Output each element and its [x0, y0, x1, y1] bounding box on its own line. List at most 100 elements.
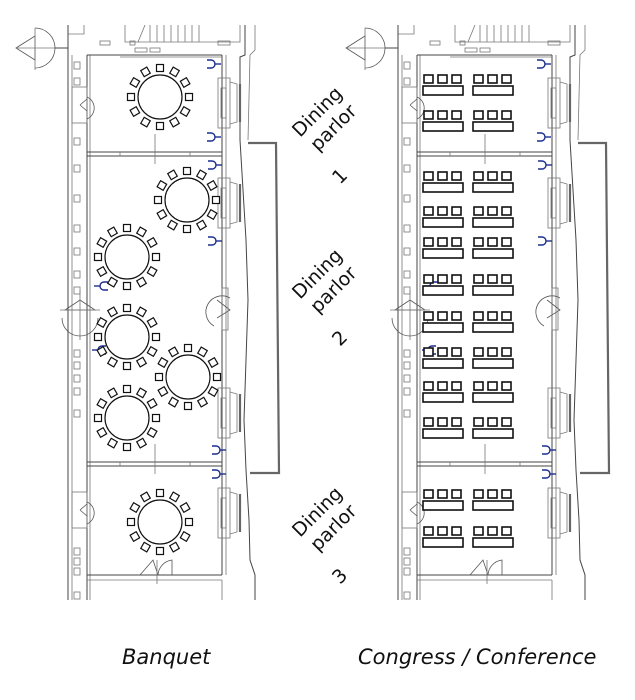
chair [129, 501, 141, 514]
fireplace-mantel [229, 491, 238, 535]
chair [122, 281, 132, 291]
chair [96, 265, 108, 278]
classroom-row [422, 417, 514, 439]
chair [487, 274, 498, 284]
wall-fixture [73, 349, 81, 358]
fireplace-icon [217, 177, 242, 229]
outlet-cup [538, 236, 547, 246]
door-frame [401, 86, 418, 124]
chair [206, 179, 218, 192]
chair [168, 66, 181, 78]
fireplace-hearth [217, 387, 231, 439]
classroom-row [422, 110, 514, 132]
chair [501, 526, 512, 536]
stair-block [124, 25, 241, 43]
chair [451, 274, 462, 284]
round-table [93, 223, 161, 291]
wall-fixture [403, 247, 411, 256]
facade-inner [577, 25, 586, 141]
room-labels: Dining parlor 1 Dining parlor 2 Dining p… [288, 83, 361, 589]
side-door-icon [71, 86, 95, 124]
power-outlet-icon [207, 59, 221, 69]
desk [472, 248, 514, 259]
desk [472, 85, 514, 96]
chair [96, 316, 108, 329]
chair [135, 437, 148, 449]
chair [139, 491, 152, 503]
door-leaf [139, 559, 159, 576]
chair [135, 356, 148, 368]
chair [139, 541, 152, 553]
chair [501, 74, 512, 84]
chair [168, 541, 181, 553]
wall-fixture [73, 374, 81, 383]
wall-fixture [73, 286, 81, 295]
caption-congress: Congress / Conference [358, 645, 597, 669]
fireplace-icon [547, 177, 572, 229]
chair [451, 526, 462, 536]
outlet-cup [537, 132, 546, 142]
table-top [137, 499, 183, 545]
room-3-furniture [126, 488, 194, 556]
side-door-icon [401, 491, 425, 529]
wall-fixture [403, 387, 411, 396]
chair [135, 387, 148, 399]
wall-fixture [403, 547, 411, 556]
fireplace-opening [550, 187, 557, 219]
radiator [479, 47, 491, 53]
chair [139, 66, 152, 78]
desk [472, 121, 514, 132]
fireplace-opening [550, 397, 557, 429]
wall-fixture [73, 224, 81, 233]
room-3-furniture [422, 489, 514, 548]
chair [179, 76, 191, 89]
facade-wall [569, 25, 586, 600]
wall-fixture [73, 409, 81, 418]
outlet-cup [207, 132, 216, 142]
chair [96, 345, 108, 358]
fireplace-icon [217, 487, 242, 539]
chair [501, 274, 512, 284]
round-table [153, 166, 221, 234]
radiator [149, 47, 161, 53]
outlet-cup [212, 445, 221, 455]
chair [96, 236, 108, 249]
fireplace-mantel [229, 181, 238, 225]
chair [207, 385, 219, 398]
power-outlet-icon [542, 469, 556, 479]
classroom-row [422, 381, 514, 403]
chair [501, 311, 512, 321]
chair [451, 489, 462, 499]
wall-fixture [403, 224, 411, 233]
wall-fixture [73, 547, 81, 556]
door-frame [221, 287, 229, 331]
chair [122, 303, 132, 313]
classroom-row [422, 74, 514, 96]
desk [422, 85, 464, 96]
chair [179, 105, 191, 118]
fireplace-icon [547, 77, 572, 129]
chair [183, 343, 193, 353]
wall-fixture [403, 61, 411, 70]
chair [473, 381, 484, 391]
chair [93, 332, 103, 342]
outlet-cup [208, 160, 217, 170]
chair [451, 347, 462, 357]
desk [422, 182, 464, 193]
round-table [93, 303, 161, 371]
facade-inner [247, 25, 256, 141]
door-swing-arc [416, 96, 425, 120]
chair [93, 252, 103, 262]
chair [122, 223, 132, 233]
chair [106, 306, 119, 318]
radiator [464, 47, 478, 53]
terrace-outline [248, 141, 281, 475]
chair [126, 517, 136, 527]
door-swing-arc [157, 559, 173, 576]
parlor-3-door-icon [139, 559, 173, 584]
chair [473, 526, 484, 536]
room-2-furniture [93, 166, 222, 452]
entrance-door-icon [345, 27, 390, 70]
chair [151, 252, 161, 262]
chair [501, 381, 512, 391]
